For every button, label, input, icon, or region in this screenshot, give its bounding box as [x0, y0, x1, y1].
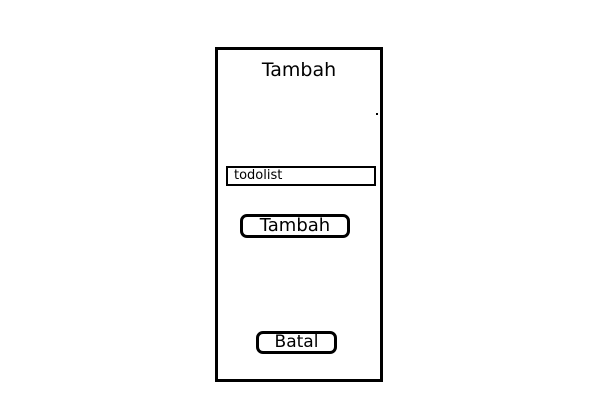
- add-button[interactable]: Tambah: [240, 214, 350, 238]
- stray-pen-mark: [376, 113, 378, 115]
- cancel-button[interactable]: Batal: [256, 331, 337, 354]
- page-title: Tambah: [261, 59, 337, 81]
- todo-input[interactable]: [226, 166, 376, 186]
- phone-screen-frame: Tambah Tambah Batal: [215, 47, 383, 382]
